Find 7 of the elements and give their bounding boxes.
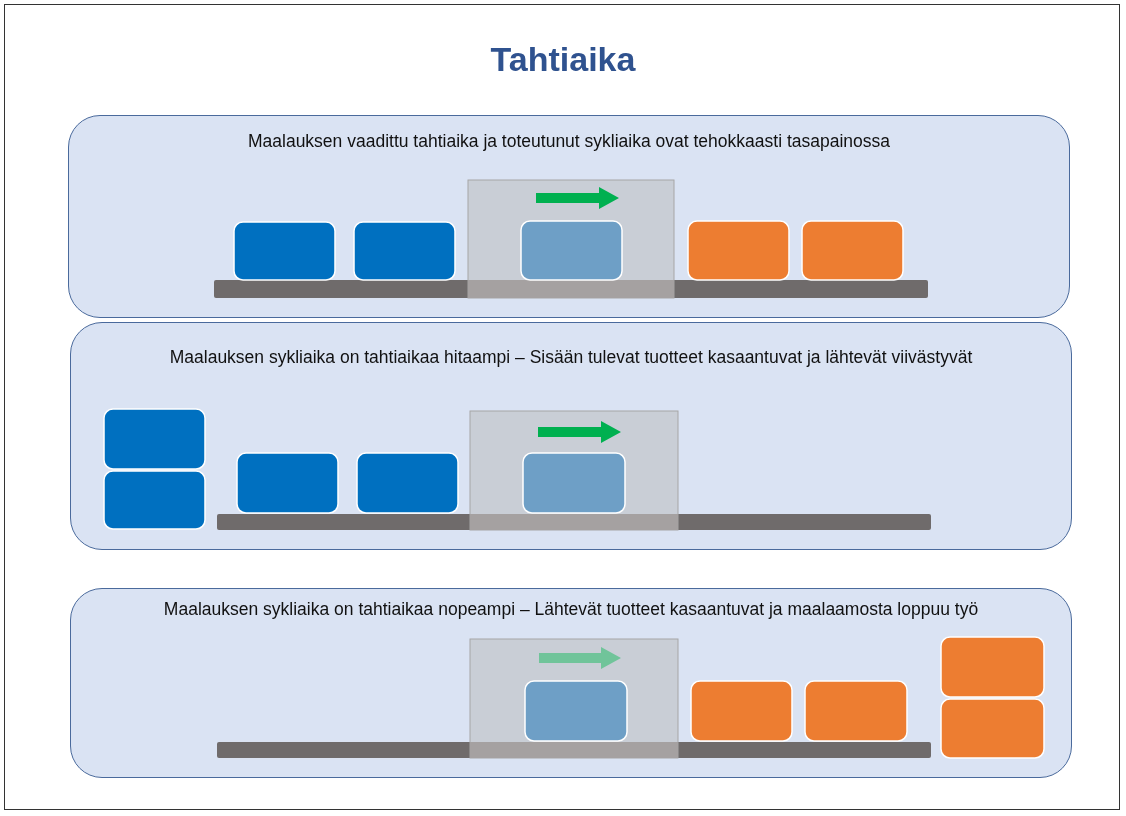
panel-heading: Maalauksen sykliaika on tahtiaikaa hitaampi – Sisään tulevat tuotteet kasaantuvat ja lähtevät viivästyvät [168,347,974,368]
panel-heading: Maalauksen vaadittu tahtiaika ja toteutunut sykliaika ovat tehokkaasti tasapainossa [246,131,892,152]
panel [70,322,1072,550]
title: Tahtiaika [489,40,637,79]
panel [68,115,1070,318]
panel [70,588,1072,778]
panel-heading: Maalauksen sykliaika on tahtiaikaa nopeampi – Lähtevät tuotteet kasaantuvat ja maalaamosta loppuu työ [162,599,980,620]
